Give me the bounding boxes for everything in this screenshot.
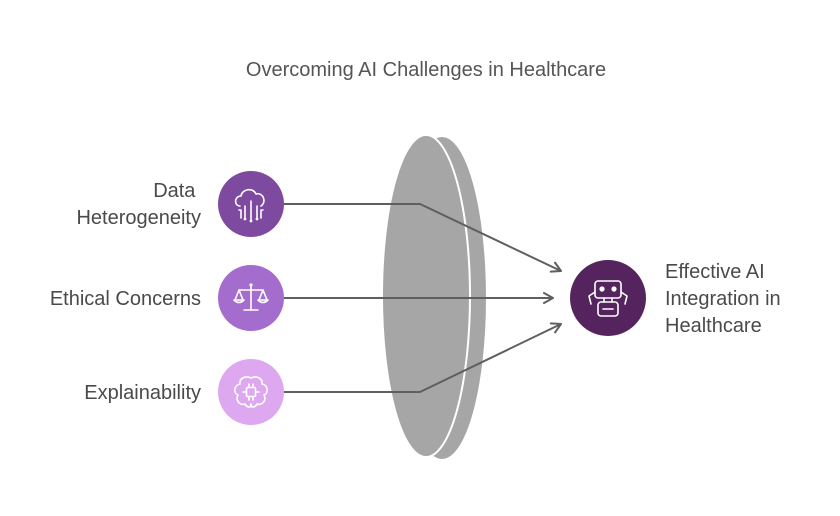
input-node-ethical-concerns xyxy=(218,265,284,331)
brain-chip-icon xyxy=(234,376,268,408)
diagram-title: Overcoming AI Challenges in Healthcare xyxy=(246,59,606,81)
output-node xyxy=(570,260,646,336)
scales-icon xyxy=(233,283,269,311)
input-node-data-heterogeneity xyxy=(218,171,284,237)
cloud-circuit-icon xyxy=(234,188,265,223)
connector-data-heterogeneity xyxy=(284,203,562,273)
input-label-data-heterogeneity: Data Heterogeneity xyxy=(76,180,201,229)
connector-explainability xyxy=(284,322,562,393)
input-label-explainability: Explainability xyxy=(84,382,201,404)
output-label: Effective AI Integration in Healthcare xyxy=(665,261,786,337)
input-node-explainability xyxy=(218,359,284,425)
robot-icon xyxy=(588,280,628,317)
input-label-ethical-concerns: Ethical Concerns xyxy=(50,288,201,310)
